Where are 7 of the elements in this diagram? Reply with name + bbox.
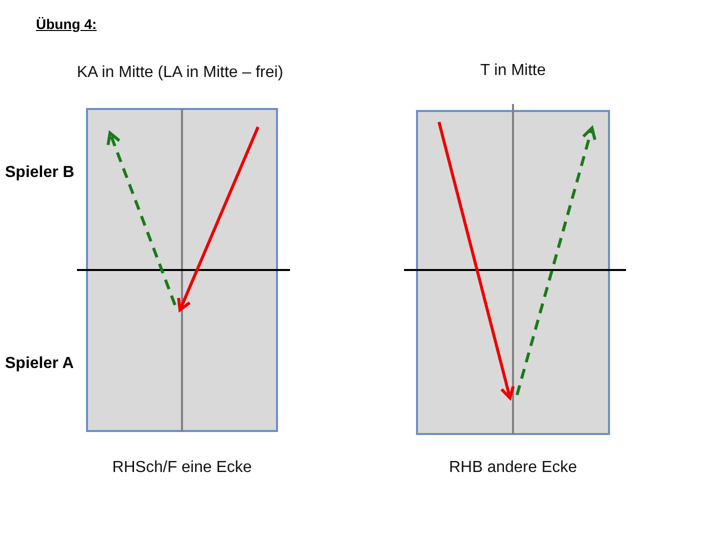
table-heading: KA in Mitte (LA in Mitte – frei) — [76, 63, 284, 83]
table-heading: T in Mitte — [479, 61, 547, 81]
table-caption: RHSch/F eine Ecke — [111, 458, 253, 478]
table-caption: RHB andere Ecke — [448, 458, 578, 478]
player-label: Spieler A — [5, 355, 74, 373]
title: Übung 4: — [36, 16, 97, 32]
player-label: Spieler B — [5, 164, 74, 182]
